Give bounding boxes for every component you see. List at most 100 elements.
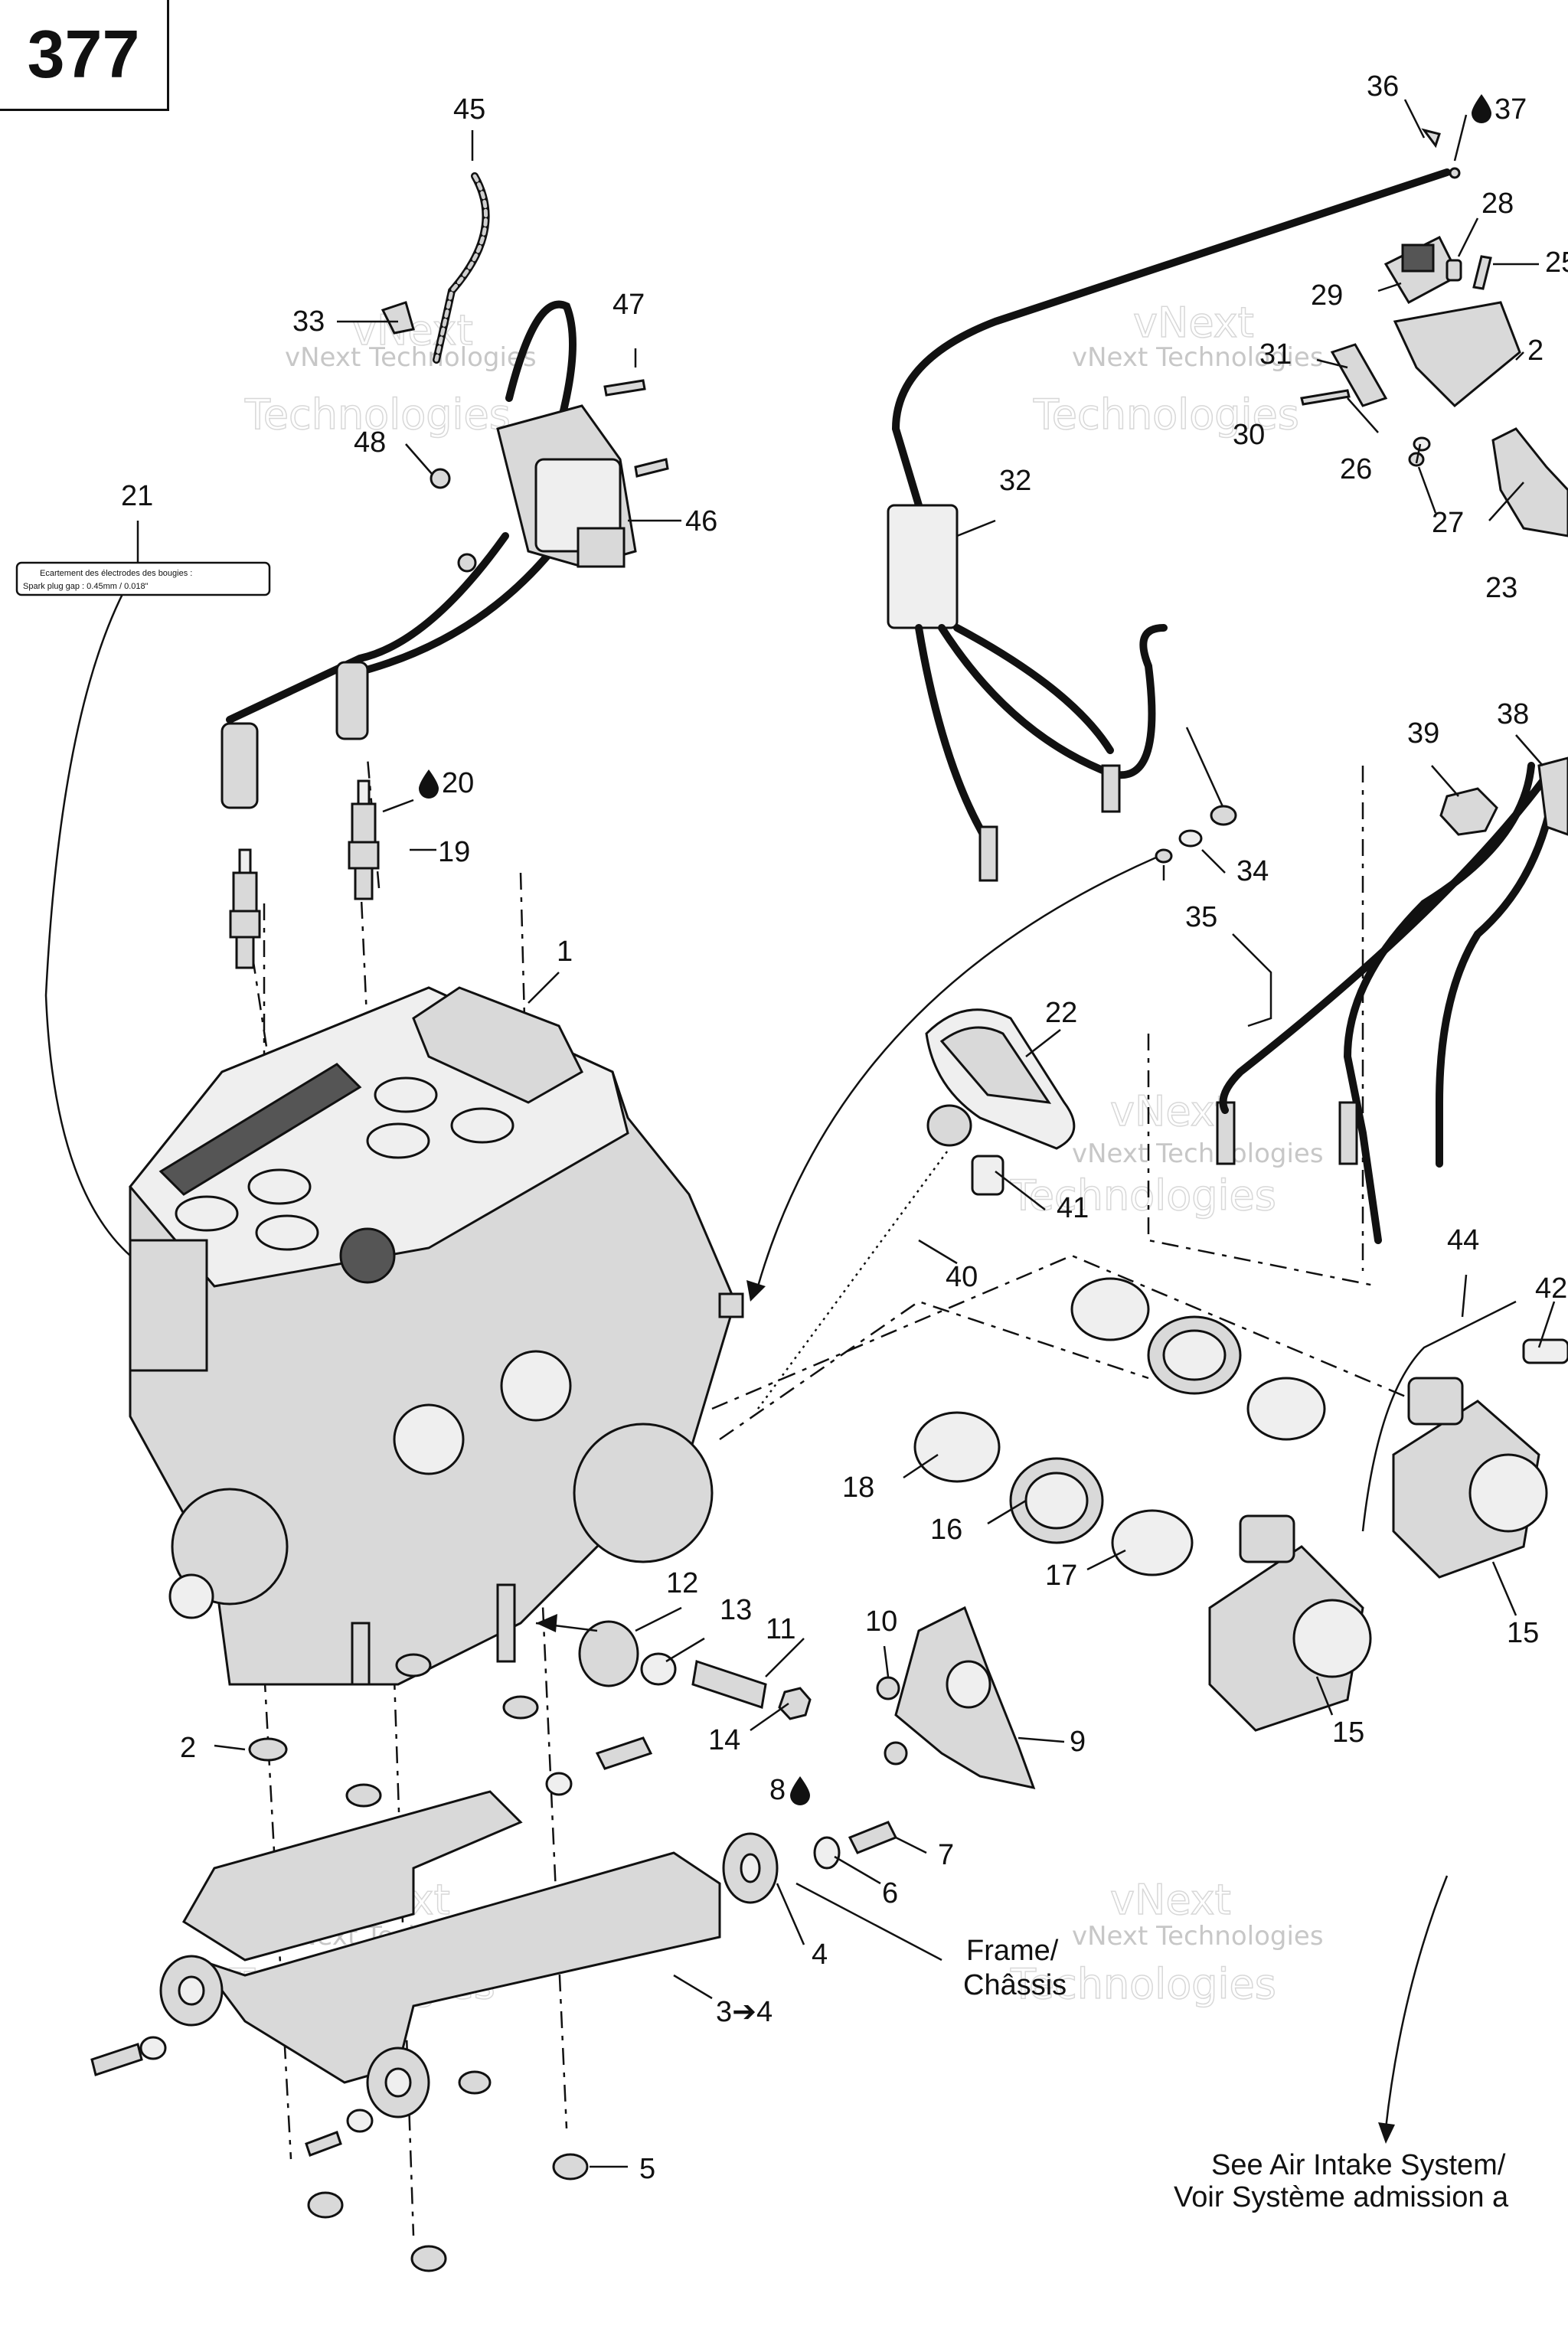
callout-28: 28 — [1481, 188, 1514, 220]
callout-15a: 15 — [1332, 1717, 1364, 1749]
callout-16: 16 — [930, 1514, 962, 1546]
callout-30: 30 — [1233, 419, 1265, 451]
callout-5: 5 — [639, 2153, 655, 2185]
callout-40: 40 — [946, 1261, 978, 1293]
nut-39 — [1439, 787, 1498, 836]
callout-31: 31 — [1259, 338, 1292, 371]
screw-30 — [1300, 389, 1351, 406]
gasket-31 — [1330, 343, 1388, 407]
note-air-intake-fr: Voir Système admission a — [1174, 2181, 1509, 2213]
arrow-head-3 — [536, 1614, 557, 1632]
callout-26: 26 — [1340, 453, 1372, 485]
spark-plug-gap-label: Ecartement des électrodes des bougies : … — [15, 561, 271, 596]
washer-34 — [1178, 829, 1203, 848]
callout-36: 36 — [1367, 70, 1399, 103]
svg-text:Ecartement des électrodes des: Ecartement des électrodes des bougies : — [40, 569, 192, 578]
clamp-top-1 — [1070, 1277, 1150, 1341]
callout-2: 2 — [180, 1732, 196, 1764]
callout-45: 45 — [453, 93, 485, 126]
callout-48: 48 — [354, 426, 386, 459]
callout-12: 12 — [666, 1567, 698, 1599]
callout-11: 11 — [766, 1613, 795, 1645]
callout-3: 3➔4 — [716, 1996, 773, 2028]
callout-29: 29 — [1311, 279, 1343, 312]
callout-17: 17 — [1045, 1560, 1077, 1592]
callout-1: 1 — [557, 936, 573, 968]
callout-39: 39 — [1407, 717, 1439, 750]
callout-42: 42 — [1535, 1272, 1567, 1305]
bolt-11 — [691, 1660, 767, 1709]
carburetor-15-rear — [1392, 1377, 1548, 1579]
clip-36 — [1421, 128, 1441, 149]
callout-numbers: 1 2 3➔4 4 5 6 7 8 9 10 11 12 13 14 15 15… — [121, 70, 1568, 2185]
engine-grille — [158, 1063, 362, 1196]
cable-adjuster-right — [1338, 1101, 1358, 1165]
spark-plug-cap-right — [335, 661, 369, 740]
callout-21: 21 — [121, 480, 153, 512]
ignition-coil-assembly — [220, 172, 669, 809]
callout-33: 33 — [292, 305, 325, 338]
sensor-plug — [718, 1292, 744, 1318]
washer-26 — [1413, 436, 1431, 452]
nut-48 — [430, 468, 451, 489]
washer-6 — [813, 1836, 841, 1870]
svg-text:Spark plug gap : 0.45mm / 0.: Spark plug gap : 0.45mm / 0.018" — [23, 582, 149, 591]
screw-10 — [876, 1676, 900, 1700]
intake-parts — [756, 1008, 1568, 1732]
spark-plugs — [229, 779, 380, 969]
callout-35: 35 — [1185, 901, 1217, 933]
arrow-head-2 — [1378, 2122, 1395, 2144]
carburetor-15-front — [1208, 1514, 1372, 1732]
drop-icon-37 — [1472, 94, 1491, 123]
callout-13: 13 — [720, 1594, 752, 1626]
callout-32: 32 — [999, 465, 1031, 497]
svg-text:Technologies: Technologies — [1033, 390, 1299, 439]
junction-block-32 — [887, 504, 959, 629]
arrow-head-1 — [746, 1280, 766, 1302]
callout-9: 9 — [1070, 1726, 1086, 1758]
callout-6: 6 — [882, 1877, 898, 1909]
watermark-4: vNext Technologies vNext Technologies — [1009, 1086, 1324, 1220]
callout-19: 19 — [438, 836, 470, 868]
note-air-intake-en: See Air Intake System/ — [1211, 2149, 1506, 2181]
svg-text:Technologies: Technologies — [1010, 1171, 1276, 1220]
engine-cradle-lower — [195, 1851, 721, 2084]
throttle-body-38 — [1537, 756, 1568, 836]
screw-7 — [848, 1821, 898, 1854]
callout-23: 23 — [1485, 572, 1517, 604]
spark-plug-cap-left — [220, 722, 259, 809]
drop-icon-8 — [790, 1776, 810, 1805]
svg-text:Technologies: Technologies — [1010, 1960, 1276, 2008]
spark-plug-left — [229, 848, 261, 969]
callout-47: 47 — [612, 289, 645, 321]
mount-12 — [578, 1620, 639, 1687]
callout-37: 37 — [1494, 93, 1527, 126]
callout-41: 41 — [1057, 1192, 1089, 1224]
svg-text:Technologies: Technologies — [244, 390, 511, 439]
svg-text:vNext Technologies: vNext Technologies — [285, 342, 537, 373]
clip-33 — [381, 301, 415, 335]
svg-text:vNext Technologies: vNext Technologies — [1072, 1138, 1324, 1169]
engine-cradle-upper — [181, 1790, 523, 1962]
callout-7: 7 — [938, 1839, 954, 1871]
watermark-6: vNext Technologies vNext Technologies — [1009, 1875, 1323, 2009]
cable-end-2 — [1101, 764, 1121, 813]
svg-text:vNext Technologies: vNext Technologies — [1072, 342, 1324, 373]
pto-housing — [171, 1488, 289, 1606]
drop-icon-20 — [419, 769, 439, 799]
screw-25 — [1472, 255, 1492, 290]
throttle-lever-23 — [1491, 427, 1568, 537]
cable-end-1 — [978, 825, 998, 882]
engine-block — [129, 986, 744, 1686]
callout-25: 25 — [1545, 247, 1568, 279]
crankcase-cover — [573, 1423, 714, 1563]
page-number: 377 — [27, 16, 140, 92]
callout-24: 2 — [1527, 335, 1544, 367]
callout-8: 8 — [769, 1774, 786, 1806]
svg-text:vNext: vNext — [1133, 299, 1254, 347]
screw-47 — [603, 379, 646, 397]
callout-22: 22 — [1045, 997, 1077, 1029]
intake-port-1 — [393, 1403, 465, 1475]
washer-2 — [248, 1737, 288, 1762]
